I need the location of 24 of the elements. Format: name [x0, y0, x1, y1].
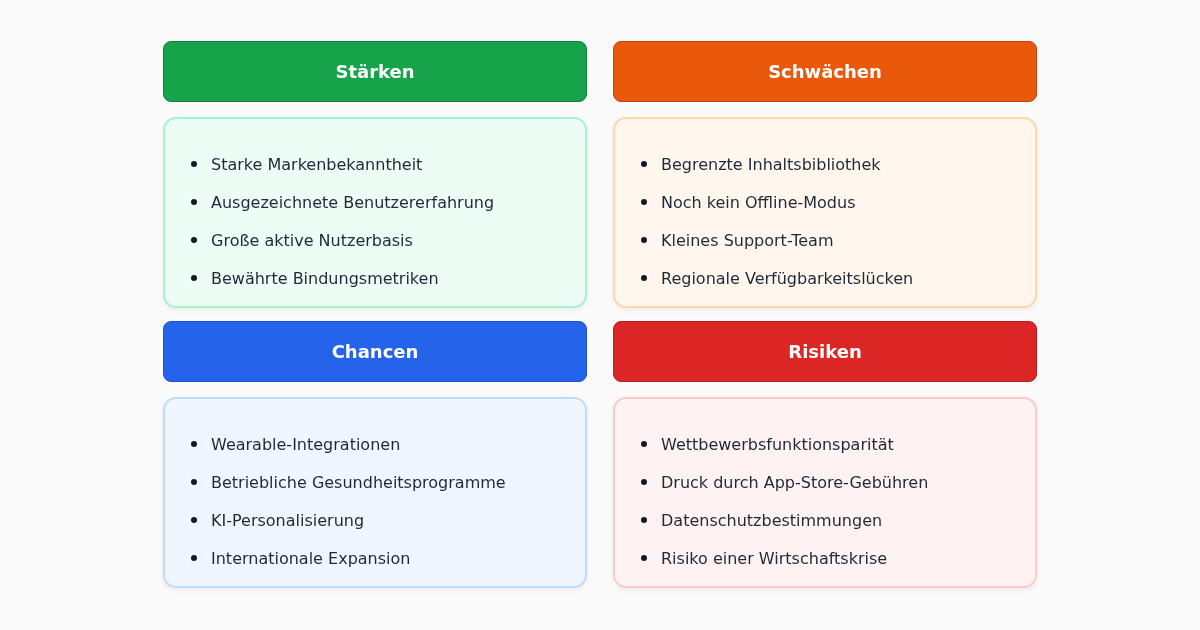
section-header: Stärken: [163, 41, 587, 102]
list-item: Große aktive Nutzerbasis: [211, 230, 413, 250]
list-item: Noch kein Offline-Modus: [661, 192, 856, 212]
list-item: Risiko einer Wirtschaftskrise: [661, 548, 888, 568]
list-item: Datenschutzbestimmungen: [661, 510, 883, 530]
list-item: Wettbewerbsfunktionsparität: [661, 434, 894, 454]
list-item: Begrenzte Inhaltsbibliothek: [661, 154, 881, 174]
list-item: Kleines Support-Team: [661, 230, 834, 250]
section-header: Chancen: [163, 321, 587, 382]
list-panel: [163, 117, 587, 308]
list-panel: [613, 117, 1037, 308]
list-item: Betriebliche Gesundheitsprogramme: [211, 472, 506, 492]
list-panel: [613, 397, 1037, 588]
section-header: Risiken: [613, 321, 1037, 382]
list-item: Wearable-Integrationen: [211, 434, 401, 454]
list-item: Druck durch App-Store-Gebühren: [661, 472, 929, 492]
list-item: Starke Markenbekanntheit: [211, 154, 423, 174]
section-header: Schwächen: [613, 41, 1037, 102]
list-item: Regionale Verfügbarkeitslücken: [661, 268, 914, 288]
list-item: KI-Personalisierung: [211, 510, 365, 530]
list-item: Bewährte Bindungsmetriken: [211, 268, 439, 288]
list-item: Internationale Expansion: [211, 548, 411, 568]
list-panel: [163, 397, 587, 588]
list-item: Ausgezeichnete Benutzererfahrung: [211, 192, 495, 212]
